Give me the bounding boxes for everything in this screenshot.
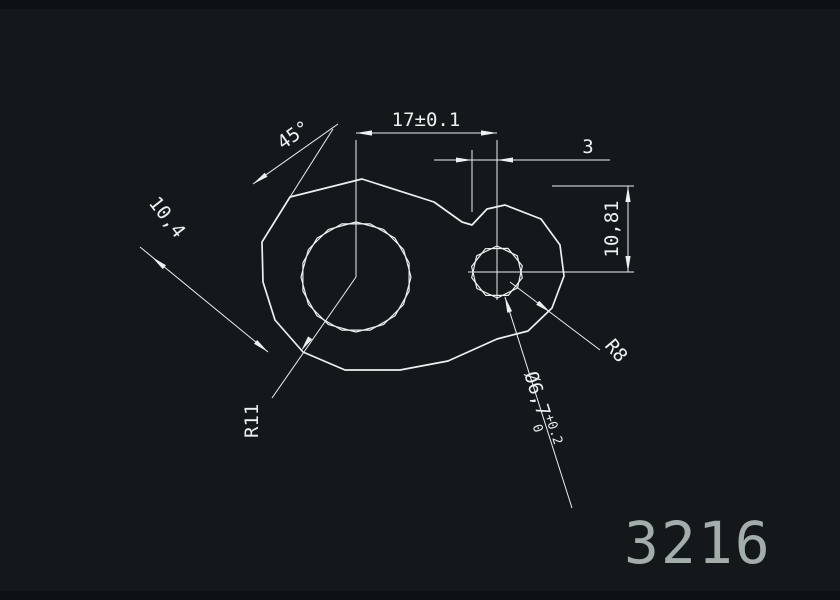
dimension-chamfer-length: 10,4 (139, 193, 269, 353)
arrowhead-r11 (301, 336, 313, 351)
small-hole-facet-b[interactable] (471, 247, 523, 299)
dimension-offset-3: 3 (434, 136, 610, 212)
dim-text-chamfer-angle[interactable]: 45° (273, 116, 314, 154)
arrowhead-angle (253, 172, 268, 184)
leader-r11[interactable] (271, 276, 357, 399)
bottom-border-strip (0, 591, 840, 600)
dim-text-top-width[interactable]: 17±0.1 (392, 109, 461, 131)
part-outline[interactable] (261, 178, 565, 371)
dimension-top-width: 17±0.1 (355, 109, 498, 300)
hole-dia-label-group: Ø6,7 +0.2 0 (519, 369, 565, 447)
part-number: 3216 (624, 509, 772, 577)
dim-text-radius-small[interactable]: R8 (600, 335, 632, 367)
dim-text-height[interactable]: 10,81 (601, 200, 623, 257)
dim-line-angle[interactable] (252, 123, 339, 185)
dimension-radius-large: R11 (241, 276, 357, 438)
dimension-height: 10,81 (468, 185, 634, 273)
dim-text-hole-tol-lower[interactable]: 0 (529, 423, 546, 435)
arrowhead-offset-right (497, 157, 513, 163)
arrowhead-left (356, 130, 372, 136)
dim-text-offset[interactable]: 3 (582, 136, 593, 158)
arrowhead-hole-dia (504, 296, 513, 313)
dimension-chamfer-angle: 45° (252, 116, 339, 198)
arrowhead-height-bottom (625, 256, 631, 272)
dimension-radius-small: R8 (509, 281, 632, 367)
dim-text-radius-large[interactable]: R11 (241, 404, 263, 438)
arrowhead-height-top (625, 186, 631, 202)
arrowhead-chamfer-upper (152, 257, 166, 270)
dim-text-chamfer-length[interactable]: 10,4 (144, 193, 190, 243)
arrowhead-right (481, 130, 497, 136)
leader-hole-dia[interactable] (504, 296, 573, 509)
arrowhead-offset-left (456, 157, 472, 163)
dim-text-hole-diameter[interactable]: Ø6,7 (519, 369, 554, 419)
leader-r8[interactable] (509, 281, 601, 351)
large-hole-facet-b[interactable] (302, 223, 410, 331)
large-hole-facet-a[interactable] (300, 221, 412, 333)
arrowhead-r8 (536, 300, 551, 313)
part-geometry (261, 178, 565, 371)
dimension-hole-diameter: Ø6,7 +0.2 0 (504, 296, 573, 509)
top-border-strip (0, 0, 840, 9)
chamfer-extension-line[interactable] (289, 128, 334, 198)
arrowhead-chamfer-lower (254, 340, 268, 352)
